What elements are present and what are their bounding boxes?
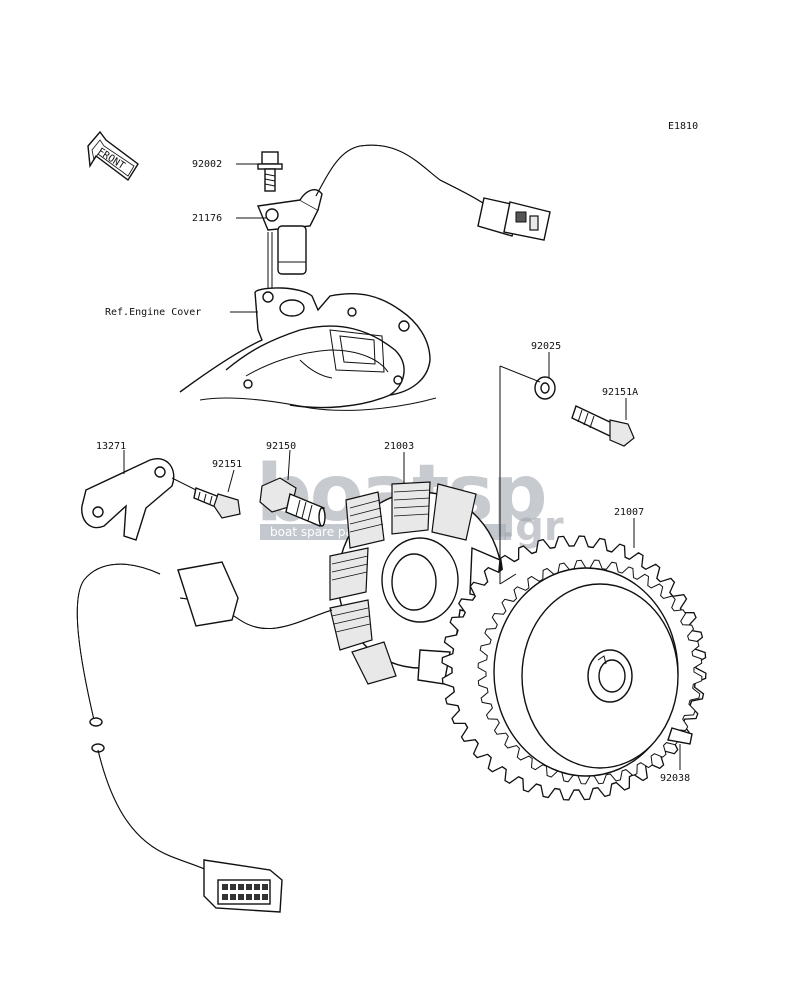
part-label-92025: 92025 <box>531 341 561 352</box>
reference-note: Ref.Engine Cover <box>105 307 201 318</box>
part-label-13271: 13271 <box>96 441 126 452</box>
flywheel-21007 <box>441 535 707 801</box>
part-label-92151A: 92151A <box>602 387 638 398</box>
stator-harness <box>76 561 333 913</box>
front-arrow-icon: FRONT <box>87 130 139 182</box>
leader-lines <box>123 163 681 770</box>
bolt-92150 <box>259 477 326 527</box>
part-label-92038: 92038 <box>660 773 690 784</box>
bolt-92151A <box>571 405 635 447</box>
diagram-code: E1810 <box>668 121 698 132</box>
bolt-92002 <box>257 151 283 192</box>
bracket-13271 <box>81 458 201 541</box>
watermark-tld: .gr <box>500 504 564 550</box>
part-label-92151: 92151 <box>212 459 242 470</box>
key-92038 <box>667 727 693 745</box>
part-label-21176: 21176 <box>192 213 222 224</box>
part-label-92002: 92002 <box>192 159 222 170</box>
engine-cover <box>179 287 437 411</box>
part-label-21007: 21007 <box>614 507 644 518</box>
part-label-21003: 21003 <box>384 441 414 452</box>
washer-92025 <box>534 376 556 400</box>
bolt-92151 <box>193 487 241 519</box>
watermark-tagline: boat spare parts <box>270 525 369 539</box>
pickup-sensor-21176 <box>257 144 551 275</box>
part-label-92150: 92150 <box>266 441 296 452</box>
